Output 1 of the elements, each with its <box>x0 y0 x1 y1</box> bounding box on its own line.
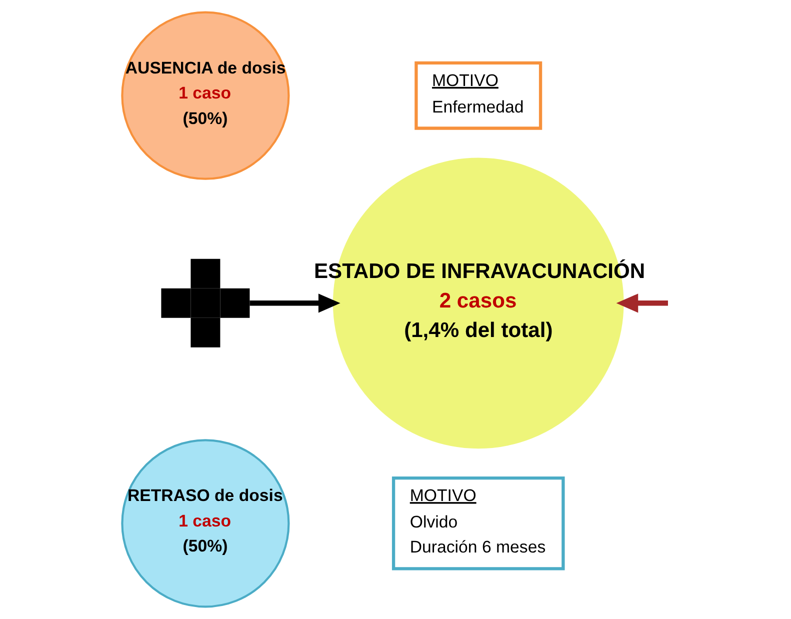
node-label: ESTADO DE INFRAVACUNACIÓN <box>314 260 646 283</box>
